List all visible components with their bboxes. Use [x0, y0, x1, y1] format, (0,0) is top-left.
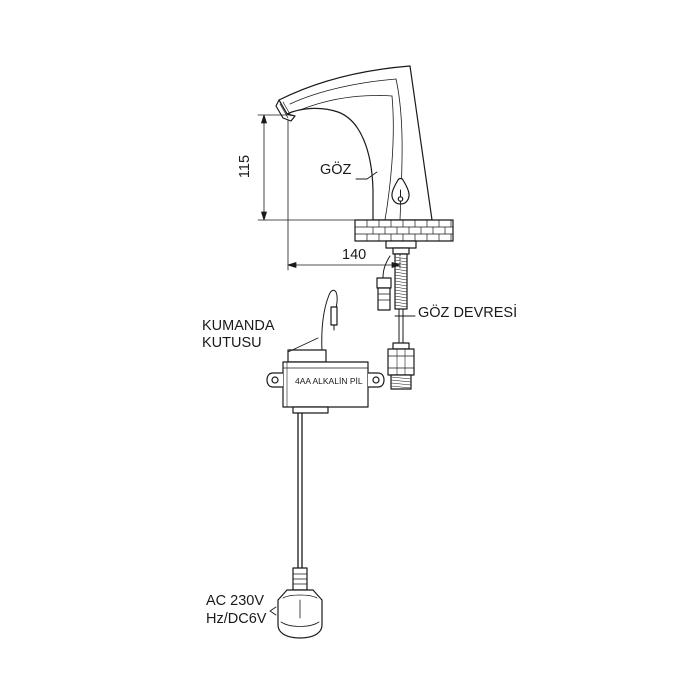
sensor-eye-icon — [391, 177, 410, 205]
control-box-label-line2: KUTUSU — [202, 335, 262, 351]
countertop — [354, 219, 454, 242]
battery-label: 4AA ALKALİN PİL — [295, 376, 363, 386]
power-label-line1: AC 230V — [206, 593, 265, 609]
power-plug-icon — [269, 567, 323, 639]
faucet-body — [278, 65, 433, 221]
sensor-label: GÖZ — [320, 162, 352, 178]
sensor-leader-line — [355, 171, 378, 180]
aerator — [275, 99, 296, 122]
mounting-assembly — [385, 240, 417, 346]
control-box — [266, 289, 385, 414]
sensor-circuit-connector — [376, 255, 392, 311]
height-dimension-label: 115 — [237, 154, 254, 179]
width-dimension — [287, 119, 401, 271]
sensor-circuit-label: GÖZ DEVRESİ — [418, 305, 518, 321]
power-label-line2: Hz/DC6V — [206, 611, 267, 627]
hose-connector — [387, 342, 415, 390]
control-box-label-line1: KUMANDA — [202, 318, 275, 334]
power-cable — [297, 412, 303, 571]
height-dimension — [257, 114, 356, 221]
width-dimension-label: 140 — [342, 247, 367, 263]
